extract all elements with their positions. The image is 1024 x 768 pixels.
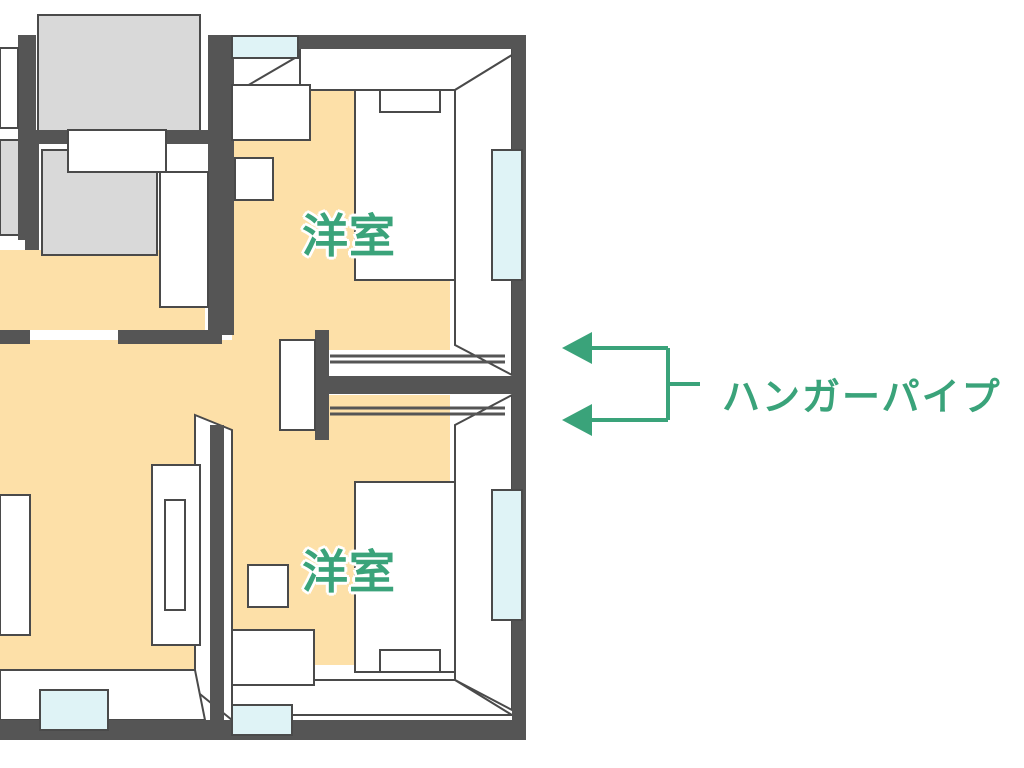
room-label-western-top: 洋室	[302, 209, 396, 263]
hanger-pipe-annotation: ハンガーパイプ	[722, 375, 1002, 419]
windows	[39, 35, 523, 736]
cabinet-small	[0, 47, 19, 129]
annotation-arrows	[575, 346, 700, 422]
furniture	[0, 47, 456, 686]
chair-bottom	[247, 564, 289, 608]
bed-top	[354, 89, 456, 281]
tv	[164, 499, 186, 611]
bed-bottom	[354, 481, 456, 673]
arrow-heads	[562, 332, 592, 436]
sofa	[0, 494, 31, 636]
shelf	[279, 339, 316, 431]
pillow-top	[379, 89, 441, 113]
wash-basin	[67, 129, 167, 173]
hanger-pipes	[330, 354, 505, 416]
desk-top	[231, 84, 311, 141]
desk-bottom	[231, 629, 315, 686]
chair-top	[234, 157, 274, 201]
room-label-western-bottom: 洋室	[302, 545, 396, 599]
pillow-bottom	[379, 649, 441, 673]
closet-cabinet	[159, 171, 209, 308]
